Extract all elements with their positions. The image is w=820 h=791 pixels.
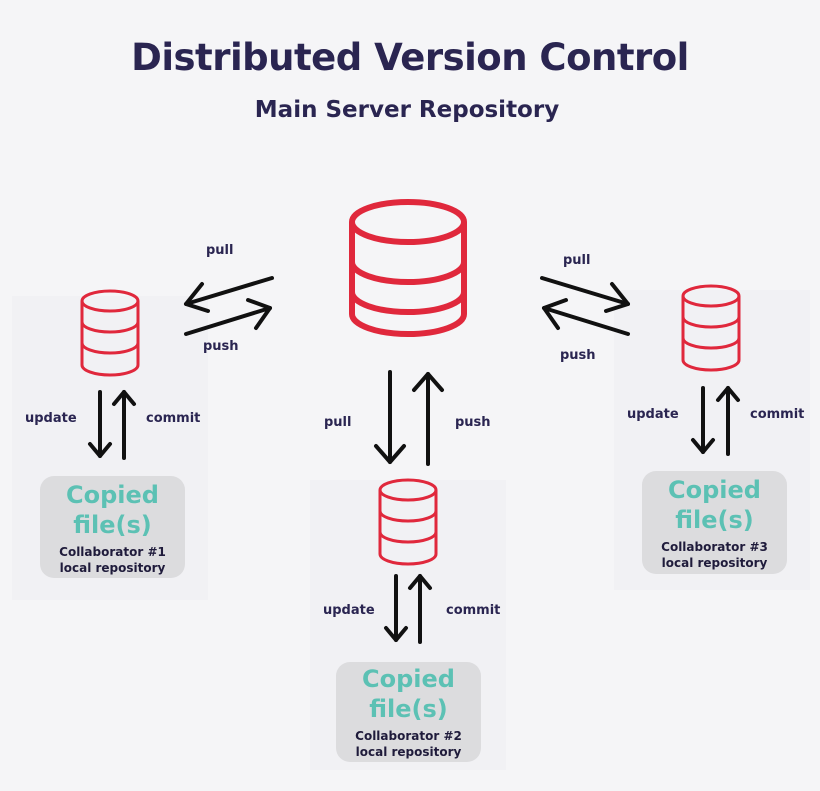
collaborator-3-update-arrow — [691, 386, 715, 454]
collaborator-2-update-arrow — [384, 574, 408, 642]
collaborator-1-files-text: file(s) — [73, 511, 152, 539]
collaborator-1-files-box: Copied file(s) Collaborator #1 local rep… — [40, 476, 185, 578]
collaborator-2-files-text: file(s) — [369, 695, 448, 723]
collaborator-3-commit-label: commit — [750, 407, 805, 422]
collaborator-3-files-box: Copied file(s) Collaborator #3 local rep… — [642, 471, 787, 574]
center-push-arrow — [412, 372, 444, 466]
center-pull-label: pull — [324, 415, 352, 430]
diagram-title: Distributed Version Control — [131, 36, 689, 79]
right-pull-arrow — [540, 276, 630, 313]
collaborator-1-update-label: update — [25, 411, 77, 426]
right-push-label: push — [560, 348, 596, 363]
collaborator-2-name: Collaborator #2 — [355, 729, 462, 743]
center-pull-arrow — [374, 370, 406, 464]
diagram-subtitle: Main Server Repository — [254, 97, 560, 123]
collaborator-1-commit-label: commit — [146, 411, 201, 426]
collaborator-2-copied-text: Copied — [362, 665, 455, 693]
collaborator-1-repo: local repository — [59, 561, 166, 575]
collaborator-3-database-icon — [681, 284, 741, 372]
left-push-arrow — [184, 298, 272, 336]
collaborator-2-database-icon — [378, 478, 438, 566]
collaborator-2-repo: local repository — [355, 745, 462, 759]
collaborator-3-copied-text: Copied — [668, 476, 761, 504]
left-pull-arrow — [184, 276, 274, 313]
collaborator-3-files-text: file(s) — [675, 506, 754, 534]
collaborator-2-commit-arrow — [408, 574, 432, 644]
collaborator-1-database-icon — [80, 289, 140, 377]
right-pull-label: pull — [563, 253, 591, 268]
collaborator-2-commit-label: commit — [446, 603, 501, 618]
collaborator-3-name: Collaborator #3 — [661, 540, 768, 554]
server-database-icon — [349, 199, 467, 337]
collaborator-2-update-label: update — [323, 603, 375, 618]
center-push-label: push — [455, 415, 491, 430]
collaborator-1-commit-arrow — [112, 390, 136, 460]
right-push-arrow — [542, 298, 630, 336]
collaborator-3-repo: local repository — [661, 556, 768, 570]
collaborator-2-files-box: Copied file(s) Collaborator #2 local rep… — [336, 662, 481, 762]
left-push-label: push — [203, 339, 239, 354]
collaborator-3-update-label: update — [627, 407, 679, 422]
left-pull-label: pull — [206, 243, 234, 258]
collaborator-3-commit-arrow — [716, 386, 740, 456]
collaborator-1-update-arrow — [88, 390, 112, 458]
collaborator-1-copied-text: Copied — [66, 481, 159, 509]
collaborator-1-name: Collaborator #1 — [59, 545, 166, 559]
